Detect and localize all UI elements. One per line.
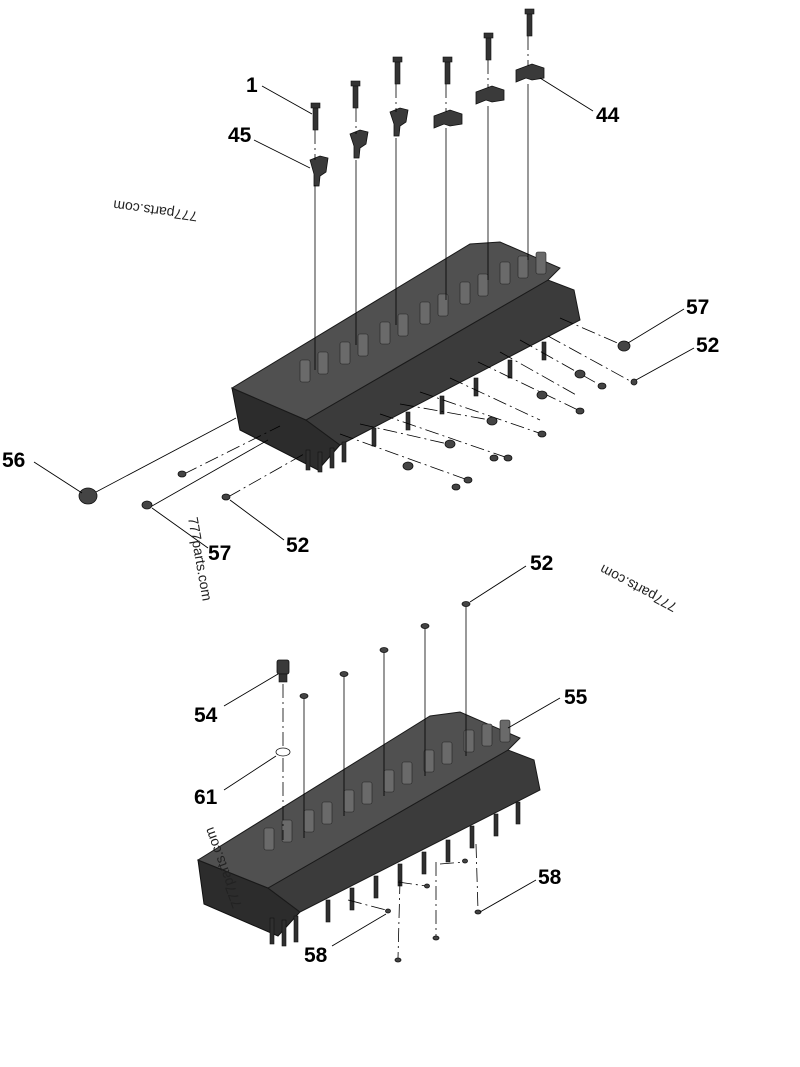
callout-61: 61 [194, 786, 218, 809]
lower-head-top-face [196, 711, 521, 889]
watermark-text: 777parts.com [112, 197, 198, 225]
upper-leaders [33, 77, 695, 549]
callout-labels: 1 45 44 57 52 56 57 52 52 54 55 61 58 58 [2, 74, 719, 967]
sensor-and-oring [275, 659, 291, 840]
callout-58: 58 [304, 944, 328, 967]
callout-1: 1 [246, 74, 258, 97]
upper-valve-springs [299, 251, 547, 383]
plug-56 [78, 487, 98, 505]
upper-vertical-axes [314, 36, 529, 370]
callout-54: 54 [194, 704, 218, 727]
callout-57: 57 [686, 296, 709, 319]
callout-58: 58 [538, 866, 562, 889]
rocker-bolts [310, 8, 535, 131]
bolt-1 [312, 105, 319, 131]
upper-cylinder-head-assembly [33, 8, 695, 549]
rocker-support-45 [309, 155, 329, 187]
lower-leaders [223, 565, 561, 947]
callout-57: 57 [208, 542, 231, 565]
lower-cylinder-head-assembly [196, 565, 561, 963]
callout-56: 56 [2, 449, 25, 472]
lower-bottom-plugs [347, 843, 482, 963]
rocker-support-44 [515, 63, 545, 83]
callout-44: 44 [596, 104, 620, 127]
watermark-text: 777parts.com [597, 562, 679, 616]
oring-61 [275, 747, 291, 757]
upper-left-plugs [78, 417, 305, 510]
callout-45: 45 [228, 124, 252, 147]
rocker-supports [309, 63, 545, 187]
lower-top-washers [299, 601, 471, 838]
lower-valve-springs [263, 719, 511, 851]
plug-52-left [221, 493, 231, 501]
callout-52: 52 [696, 334, 719, 357]
upper-head-studs [305, 341, 547, 473]
callout-55: 55 [564, 686, 588, 709]
washer-52 [461, 601, 471, 607]
callout-52: 52 [286, 534, 309, 557]
sensor-54 [276, 659, 290, 675]
upper-side-plugs [339, 317, 638, 491]
callout-52: 52 [530, 552, 553, 575]
lower-head-studs [269, 801, 521, 947]
plug-57-left [141, 500, 153, 510]
